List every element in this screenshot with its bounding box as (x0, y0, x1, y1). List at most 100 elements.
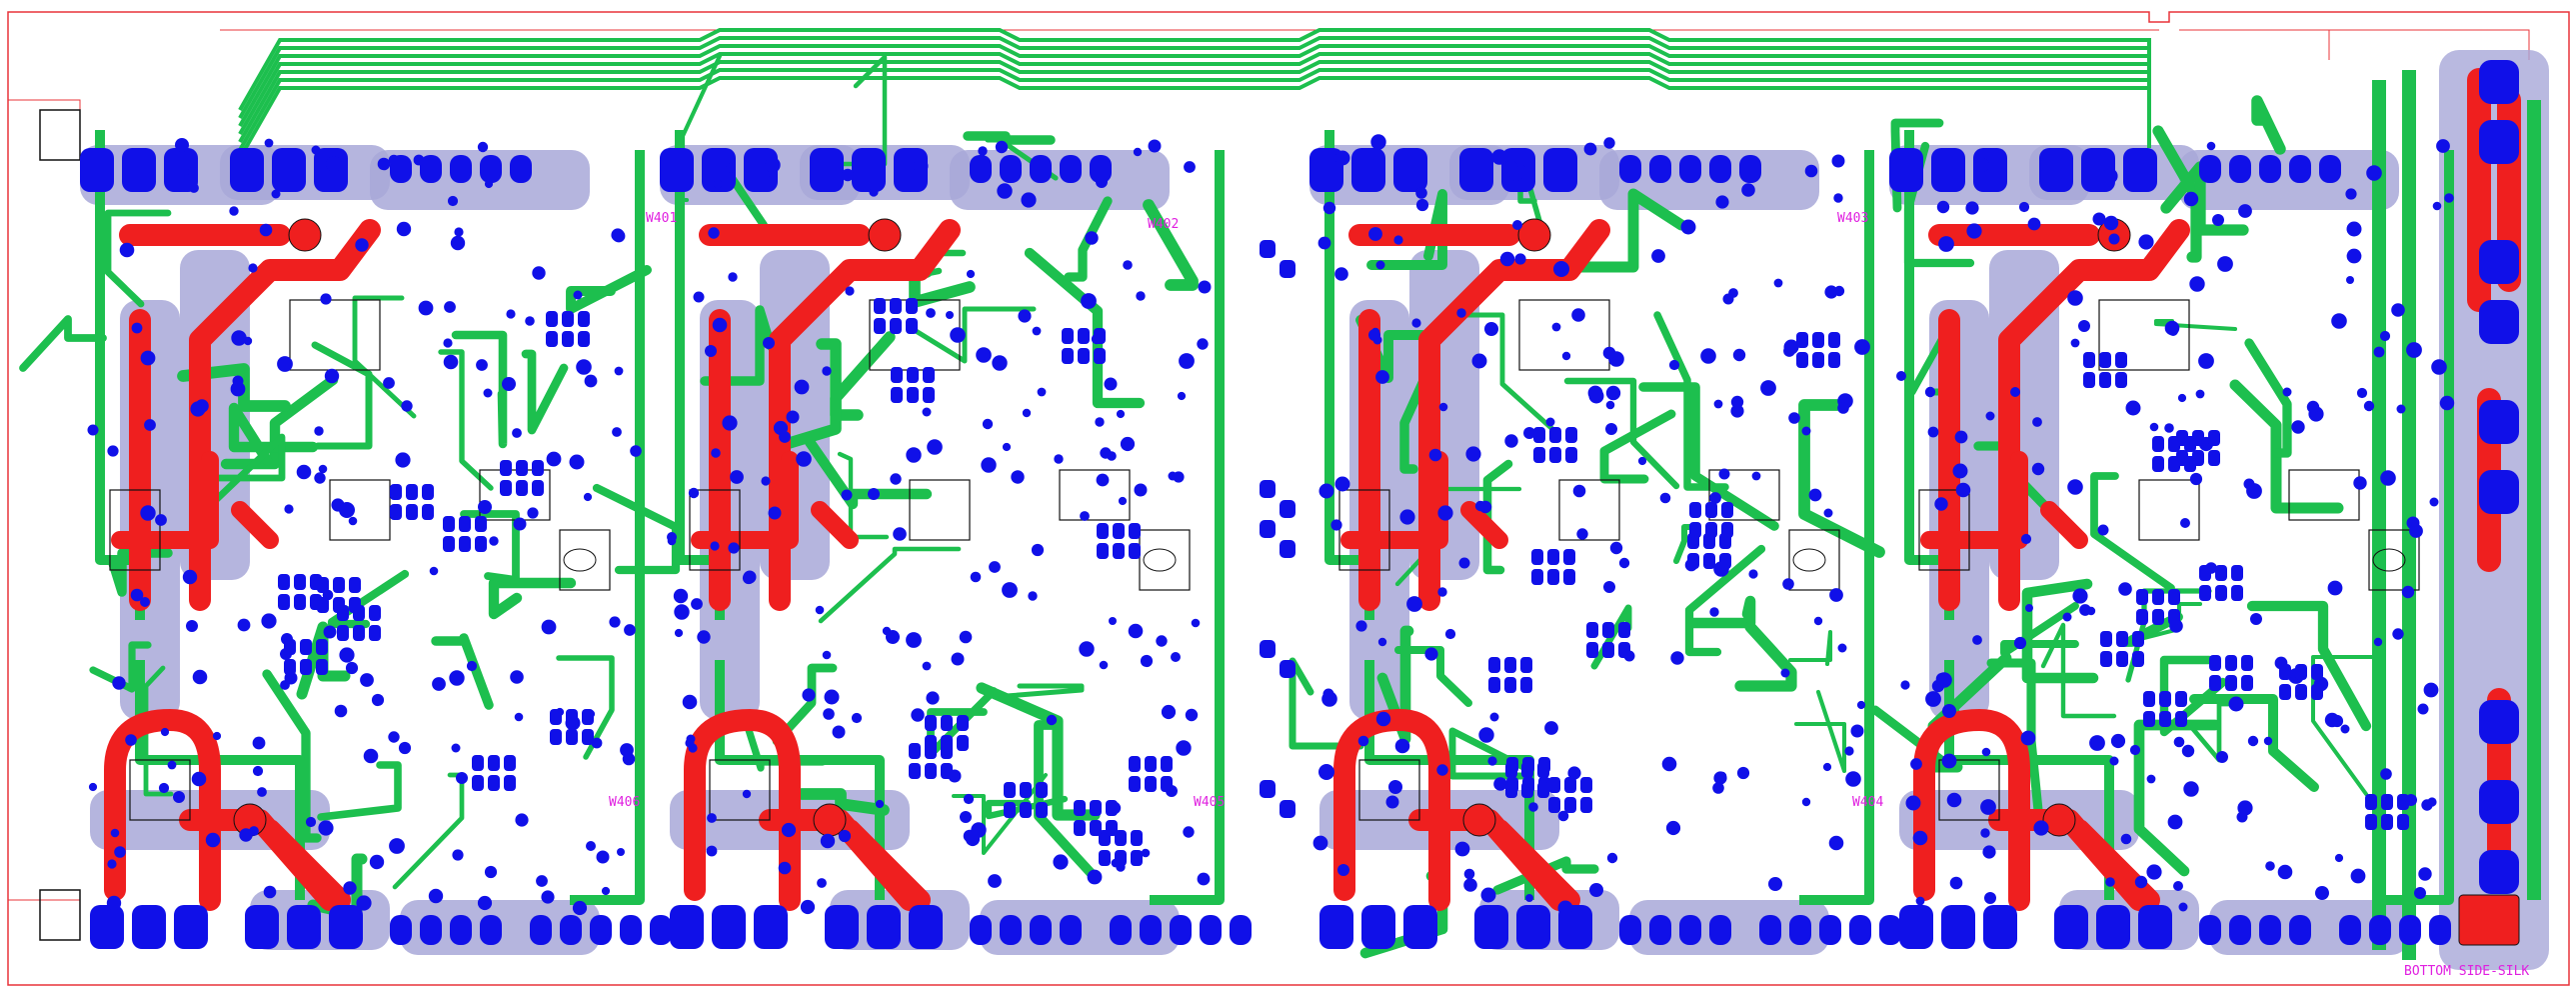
channel-2-via-33 (1081, 293, 1097, 309)
right-section-pad-1 (2479, 120, 2519, 164)
channel-3-via-48 (1561, 351, 1571, 361)
channel-2-via-107 (1085, 231, 1099, 245)
channel-3-bottom-pad-1-1 (1516, 905, 1550, 949)
channel-1-ic-pad-b-6-2 (504, 775, 516, 791)
channel-2-via-18 (707, 813, 717, 823)
channel-1-green-trace-23 (104, 209, 172, 308)
channel-1-via-132 (456, 772, 468, 784)
channel-3-green-trace-10 (1687, 595, 1756, 629)
channel-3-ic-pad-5-1 (1504, 657, 1516, 673)
channel-1-via-94 (478, 500, 492, 514)
channel-2-via-120 (1148, 139, 1162, 153)
channel-3-via-106 (1322, 201, 1336, 215)
channel-1-green-trace-22 (143, 665, 174, 797)
channel-4-via-65 (1966, 223, 1982, 239)
right-section-green-bus (2372, 70, 2541, 960)
channel-2-ic-pad-7-2 (923, 367, 935, 383)
channel-1-via-17 (429, 566, 439, 576)
channel-2-via-37 (868, 488, 880, 500)
channel-4-via-142 (1912, 830, 1928, 846)
channel-1-via-25 (191, 771, 207, 787)
channel-1-via-6 (401, 400, 413, 412)
channel-1-ic-pad-b-5-2 (578, 331, 590, 347)
center-column-pad-2 (1260, 480, 1276, 498)
top-ribbon-trace-5 (238, 68, 2151, 151)
channel-3-silk-outline-0 (1558, 479, 1620, 541)
channel-1-silk-outline-1 (559, 529, 611, 591)
channel-4-via-29 (2247, 735, 2259, 747)
channel-1-ic-pad-b-9-1 (516, 480, 528, 496)
channel-3-via-53 (1844, 746, 1854, 756)
channel-3-via-136 (1587, 385, 1603, 401)
channel-4-via-51 (2340, 724, 2350, 734)
channel-4-via-123 (2237, 800, 2253, 816)
channel-1-via-24 (510, 670, 524, 684)
channel-2-ic-pad-b-9-2 (1094, 348, 1106, 364)
channel-3-ic-pad-2-1 (1812, 332, 1824, 348)
channel-1-via-113 (186, 620, 198, 632)
channel-2-bottom-pad-3-0 (1110, 915, 1132, 945)
channel-2-bottom-pad-0-1 (712, 905, 746, 949)
channel-4-ic-pad-1-2 (2397, 794, 2409, 810)
channel-2-via-77 (1099, 660, 1109, 670)
channel-2-silk-outline-1 (1139, 529, 1191, 591)
channel-3-bottom-pad-2-1 (1649, 915, 1671, 945)
channel-2-power-trace-mid (691, 451, 859, 549)
channel-2-test-point-upper (868, 218, 902, 252)
channel-4-green-trace-15 (2244, 338, 2292, 458)
channel-2-ic-pad-5-1 (1020, 782, 1032, 798)
channel-4-ic-pad-b-8-1 (2225, 675, 2237, 691)
right-section-pad-2 (2479, 240, 2519, 284)
channel-2-via-144 (890, 473, 902, 485)
channel-1-via-38 (452, 849, 464, 861)
channel-3-via-117 (1493, 777, 1507, 791)
channel-2-ic-pad-4-2 (1106, 800, 1118, 816)
top-ribbon-trace-1 (238, 36, 2151, 119)
top-ribbon-trace-4 (238, 60, 2151, 143)
channel-1-via-10 (107, 445, 119, 457)
channel-4-ic-pad-0-2 (2175, 691, 2187, 707)
channel-3-via-116 (1411, 318, 1421, 328)
channel-4-ic-pad-0-0 (2143, 691, 2155, 707)
channel-4-via-40 (1981, 747, 1991, 757)
channel-3-ic-pad-b-9-0 (1689, 522, 1701, 538)
channel-1-ic-pad-8-1 (566, 709, 578, 725)
channel-4-via-111 (1954, 430, 1968, 444)
channel-4-ic-pad-b-0-2 (2175, 711, 2187, 727)
channel-3-green-trace-0 (1798, 399, 1885, 558)
channel-2-ic-pad-b-7-1 (907, 387, 919, 403)
channel-4-ic-pad-8-2 (2241, 655, 2253, 671)
channel-4-via-74 (2181, 744, 2195, 758)
channel-3-ic-pad-9-2 (1721, 502, 1733, 518)
channel-1-bottom-pad-1-2 (329, 905, 363, 949)
channel-2-via-80 (1179, 353, 1195, 369)
top-ribbon-trace-0 (238, 28, 2151, 111)
channel-4-via-107 (2118, 582, 2132, 596)
channel-3-via-119 (1572, 484, 1586, 498)
channel-4-bottom-pad-1-1 (2096, 905, 2130, 949)
channel-4-via-83 (2108, 233, 2120, 245)
channel-4-via-71 (1952, 463, 1968, 479)
channel-4-top-pad-1-0 (2039, 148, 2073, 192)
channel-3-via-20 (1801, 426, 1811, 436)
channel-2-trimmer-outline (1143, 548, 1177, 572)
right-section-pad-4 (2479, 400, 2519, 444)
channel-4-via-96 (2431, 359, 2447, 375)
channel-2-via-123 (802, 688, 816, 702)
channel-1-bottom-pad-2-2 (450, 915, 472, 945)
channel-2-ic-pad-6-1 (1113, 523, 1125, 539)
channel-3-via-54 (1709, 492, 1721, 504)
channel-1-ic-pad-7-2 (316, 639, 328, 655)
channel-2-ic-pad-b-8-1 (1145, 776, 1157, 792)
channel-1-green-trace-0 (438, 349, 494, 491)
channel-2-green-trace-5 (1034, 720, 1099, 881)
channel-1-via-115 (257, 787, 267, 797)
channel-1-ic-pad-b-2-0 (278, 594, 290, 610)
channel-1-ic-pad-b-1-0 (443, 536, 455, 552)
channel-4-green-trace-19 (2251, 95, 2286, 155)
channel-2-via-5 (1018, 309, 1032, 323)
channel-3-via-10 (1528, 802, 1538, 812)
channel-3-ic-pad-b-6-1 (1703, 553, 1715, 569)
channel-1-bottom-pad-0-2 (174, 905, 208, 949)
channel-3-via-86 (1801, 797, 1811, 807)
